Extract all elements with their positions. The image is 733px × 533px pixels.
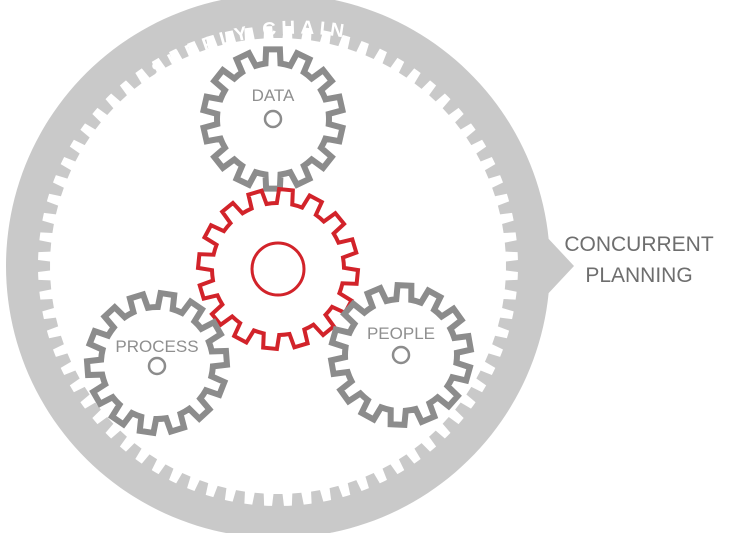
gear-people-hub [391,345,411,365]
gear-people: PEOPLE [327,281,475,429]
gear-process-hub [147,356,167,376]
callout-line-1: CONCURRENT [564,233,714,256]
callout-line-2: PLANNING [585,264,692,287]
gear-people-outline [327,281,475,429]
gear-process-label: PROCESS [115,337,198,356]
gear-data-hub [263,109,283,129]
gear-core [195,186,361,352]
gear-core-hub [250,241,306,297]
gear-people-label: PEOPLE [367,324,435,343]
gear-process: PROCESS [83,289,231,437]
gear-core-outline [195,186,361,352]
gear-process-outline [83,289,231,437]
gear-data: DATA [199,46,347,192]
gear-data-outline [199,46,347,192]
callout: CONCURRENT PLANNING [564,233,714,287]
gear-data-label: DATA [252,86,295,105]
